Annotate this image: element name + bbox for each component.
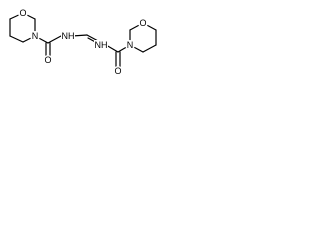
atom-background bbox=[113, 66, 123, 76]
atom-symbol: N bbox=[32, 31, 39, 41]
atom-symbol: NH bbox=[62, 31, 75, 41]
atom-symbol: NH bbox=[95, 40, 108, 50]
atom-background bbox=[138, 18, 148, 28]
atom-label-o-right-carbonyl: O bbox=[113, 66, 123, 76]
atom-symbol: O bbox=[139, 18, 146, 28]
atom-symbol: O bbox=[44, 55, 51, 65]
atom-background bbox=[30, 31, 40, 41]
atom-label-o-right-ring: O bbox=[138, 18, 148, 28]
atom-symbol: O bbox=[19, 8, 26, 18]
chemical-structure-diagram: O N O NH NH O N O bbox=[9, 8, 157, 76]
atom-label-nh-right: NH bbox=[94, 40, 108, 51]
urea-group-left bbox=[34, 35, 62, 58]
atom-background bbox=[43, 55, 53, 65]
atom-symbol: O bbox=[114, 66, 121, 76]
atom-label-o-left-ring: O bbox=[18, 8, 28, 18]
atom-background bbox=[18, 8, 28, 18]
bond bbox=[9, 35, 24, 43]
atom-label-nh-left: NH bbox=[61, 31, 75, 42]
atom-background bbox=[61, 31, 75, 42]
atom-label-n-right-ring: N bbox=[125, 40, 135, 50]
atom-label-o-left-carbonyl: O bbox=[43, 55, 53, 65]
atom-symbol: N bbox=[127, 40, 134, 50]
atom-background bbox=[94, 40, 108, 51]
atom-label-n-left-ring: N bbox=[30, 31, 40, 41]
bond bbox=[142, 44, 157, 53]
atom-background bbox=[125, 40, 135, 50]
bond bbox=[47, 35, 62, 44]
